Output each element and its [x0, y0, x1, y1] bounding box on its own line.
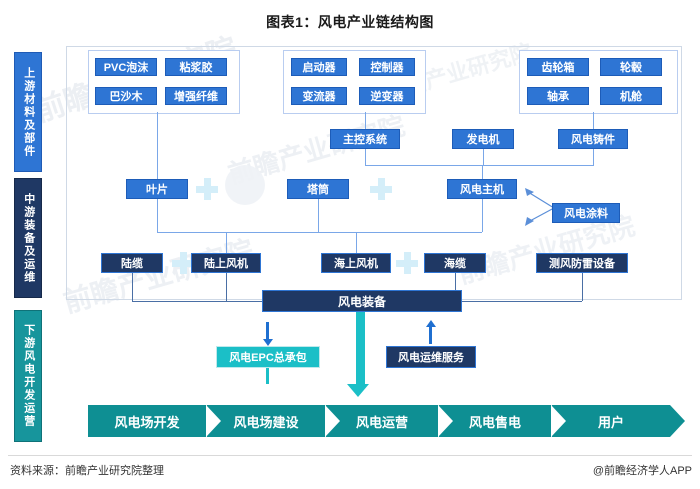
- plus-icon: [172, 252, 194, 274]
- chain-step-label: 风电运营: [355, 414, 408, 430]
- node-gearbox[interactable]: 齿轮箱: [527, 58, 589, 76]
- node-main-control-system[interactable]: 主控系统: [330, 129, 400, 149]
- connector: [593, 112, 594, 129]
- node-wind-casting[interactable]: 风电铸件: [558, 129, 628, 149]
- connector: [365, 112, 366, 129]
- plus-icon: [370, 178, 392, 200]
- node-balsa-wood[interactable]: 巴沙木: [95, 87, 157, 105]
- node-reinforced-fiber[interactable]: 增强纤维: [165, 87, 227, 105]
- chain-step-2[interactable]: 风电运营: [325, 405, 453, 437]
- node-inverter[interactable]: 逆变器: [359, 87, 415, 105]
- node-bearing[interactable]: 轴承: [527, 87, 589, 105]
- footer-source: 资料来源：前瞻产业研究院整理: [10, 465, 164, 477]
- connector: [132, 273, 133, 301]
- node-tower[interactable]: 塔筒: [287, 179, 349, 199]
- node-wind-equipment-bar[interactable]: 风电装备: [262, 290, 462, 312]
- stage-label-upstream: 上游材料及部件: [14, 52, 42, 172]
- connector: [356, 232, 357, 253]
- node-hub[interactable]: 轮毂: [600, 58, 662, 76]
- node-om-service[interactable]: 风电运维服务: [386, 346, 476, 368]
- page-title: 图表1：风电产业链结构图: [266, 14, 434, 30]
- connector: [483, 149, 484, 165]
- arrow-up-icon: [426, 320, 436, 327]
- footer-brand: @前瞻经济学人APP: [592, 465, 692, 477]
- arrow-down-icon: [263, 339, 273, 346]
- arrow-down-icon: [266, 322, 269, 340]
- coating-arrows: [525, 188, 555, 226]
- connector: [132, 301, 262, 302]
- connector: [482, 199, 483, 232]
- connector: [157, 112, 158, 134]
- node-offshore-turbine[interactable]: 海上风机: [321, 253, 391, 273]
- node-adhesive[interactable]: 粘浆胶: [165, 58, 227, 76]
- chain-step-label: 用户: [597, 414, 624, 430]
- connector: [582, 273, 583, 301]
- chain-step-1[interactable]: 风电场建设: [206, 405, 340, 437]
- chain-step-label: 风电售电: [468, 414, 521, 430]
- node-epc-contracting[interactable]: 风电EPC总承包: [216, 346, 320, 368]
- connector: [226, 232, 227, 253]
- connector: [365, 149, 366, 165]
- value-chain-bar: 风电场开发 风电场建设 风电运营 风电售电 用户: [88, 405, 685, 437]
- node-nacelle[interactable]: 机舱: [600, 87, 662, 105]
- connector: [593, 149, 594, 165]
- connector: [482, 165, 483, 179]
- connector: [462, 301, 582, 302]
- plus-icon: [196, 178, 218, 200]
- chain-step-4[interactable]: 用户: [551, 405, 685, 437]
- connector: [157, 134, 158, 179]
- node-starter[interactable]: 启动器: [291, 58, 347, 76]
- chain-step-0[interactable]: 风电场开发: [88, 405, 221, 437]
- node-generator[interactable]: 发电机: [452, 129, 514, 149]
- chain-step-label: 风电场建设: [233, 414, 299, 430]
- node-submarine-cable[interactable]: 海缆: [424, 253, 486, 273]
- node-turbine-main-unit[interactable]: 风电主机: [447, 179, 517, 199]
- node-converter[interactable]: 变流器: [291, 87, 347, 105]
- connector: [318, 232, 482, 233]
- connector: [318, 199, 319, 232]
- watermark-dot: [225, 165, 265, 205]
- plus-icon: [396, 252, 418, 274]
- node-onshore-turbine[interactable]: 陆上风机: [191, 253, 261, 273]
- chain-step-label: 风电场开发: [114, 414, 180, 430]
- footer-divider: [8, 455, 692, 456]
- arrow-down-icon: [347, 384, 369, 397]
- connector: [226, 273, 227, 301]
- connector: [157, 199, 158, 232]
- node-blade[interactable]: 叶片: [126, 179, 188, 199]
- node-wind-coating[interactable]: 风电涂料: [552, 203, 620, 223]
- node-wind-measure-lightning-equipment[interactable]: 测风防雷设备: [536, 253, 628, 273]
- arrow-down-icon: [356, 312, 365, 386]
- connector: [365, 165, 482, 166]
- chain-step-3[interactable]: 风电售电: [438, 405, 566, 437]
- node-land-cable[interactable]: 陆缆: [101, 253, 163, 273]
- connector: [482, 165, 594, 166]
- node-controller[interactable]: 控制器: [359, 58, 415, 76]
- stage-label-midstream: 中游装备及运维: [14, 178, 42, 298]
- node-pvc-foam[interactable]: PVC泡沫: [95, 58, 157, 76]
- connector: [455, 273, 456, 301]
- stage-label-downstream: 下游风电开发运营: [14, 310, 42, 442]
- arrow-up-icon: [429, 326, 432, 344]
- connector: [157, 232, 318, 233]
- connector-epc-to-chain: [266, 368, 269, 384]
